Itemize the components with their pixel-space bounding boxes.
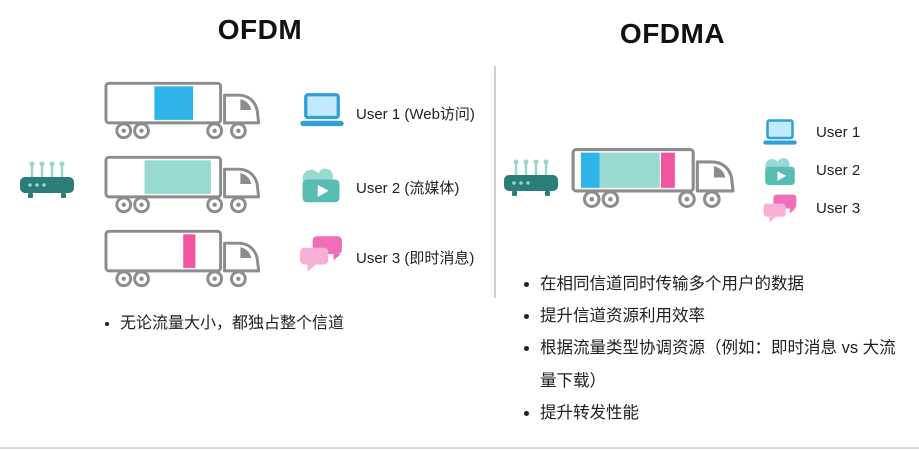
user-label: User 3: [816, 200, 861, 217]
ofdm-title: OFDM: [217, 14, 303, 45]
router-icon: [498, 154, 564, 202]
streaming-icon: [760, 156, 800, 188]
user-label: User 1: [816, 124, 861, 141]
bullet-item: 提升信道资源利用效率: [540, 300, 912, 332]
router-icon: [14, 156, 80, 204]
cargo-segment: [580, 152, 600, 188]
user-label: User 3 (即时消息): [356, 250, 475, 267]
chat-icon: [762, 192, 798, 225]
laptop-icon: [760, 118, 800, 148]
bullet-item: 提升转发性能: [540, 397, 912, 429]
user-label: User 1 (Web访问): [356, 106, 475, 123]
truck-icon: [103, 80, 271, 142]
streaming-icon: [296, 166, 346, 206]
ofdm-bullets: 无论流量大小，都独占整个信道: [100, 312, 450, 336]
truck-icon: [570, 146, 746, 211]
ofdma-title: OFDMA: [619, 18, 726, 49]
ofdma-bullets: 在相同信道同时传输多个用户的数据 提升信道资源利用效率 根据流量类型协调资源（例…: [520, 268, 912, 429]
cargo-segment: [154, 86, 194, 120]
user-label: User 2 (流媒体): [356, 180, 460, 197]
cargo-segment: [661, 152, 675, 188]
truck-icon: [103, 228, 271, 290]
chat-icon: [298, 234, 344, 274]
cargo-segment: [183, 234, 196, 268]
vertical-divider: [494, 66, 496, 298]
cargo-segment: [599, 152, 660, 188]
bullet-item: 无论流量大小，都独占整个信道: [120, 312, 450, 336]
user-label: User 2: [816, 162, 861, 179]
truck-icon: [103, 154, 271, 216]
bottom-divider: [0, 447, 919, 449]
cargo-segment: [144, 160, 211, 194]
bubble-front: [300, 247, 329, 272]
laptop-icon: [296, 92, 348, 130]
bubble-front: [763, 203, 786, 223]
bullet-item: 在相同信道同时传输多个用户的数据: [540, 268, 912, 300]
bullet-item: 根据流量类型协调资源（例如：即时消息 vs 大流量下载）: [540, 332, 912, 396]
